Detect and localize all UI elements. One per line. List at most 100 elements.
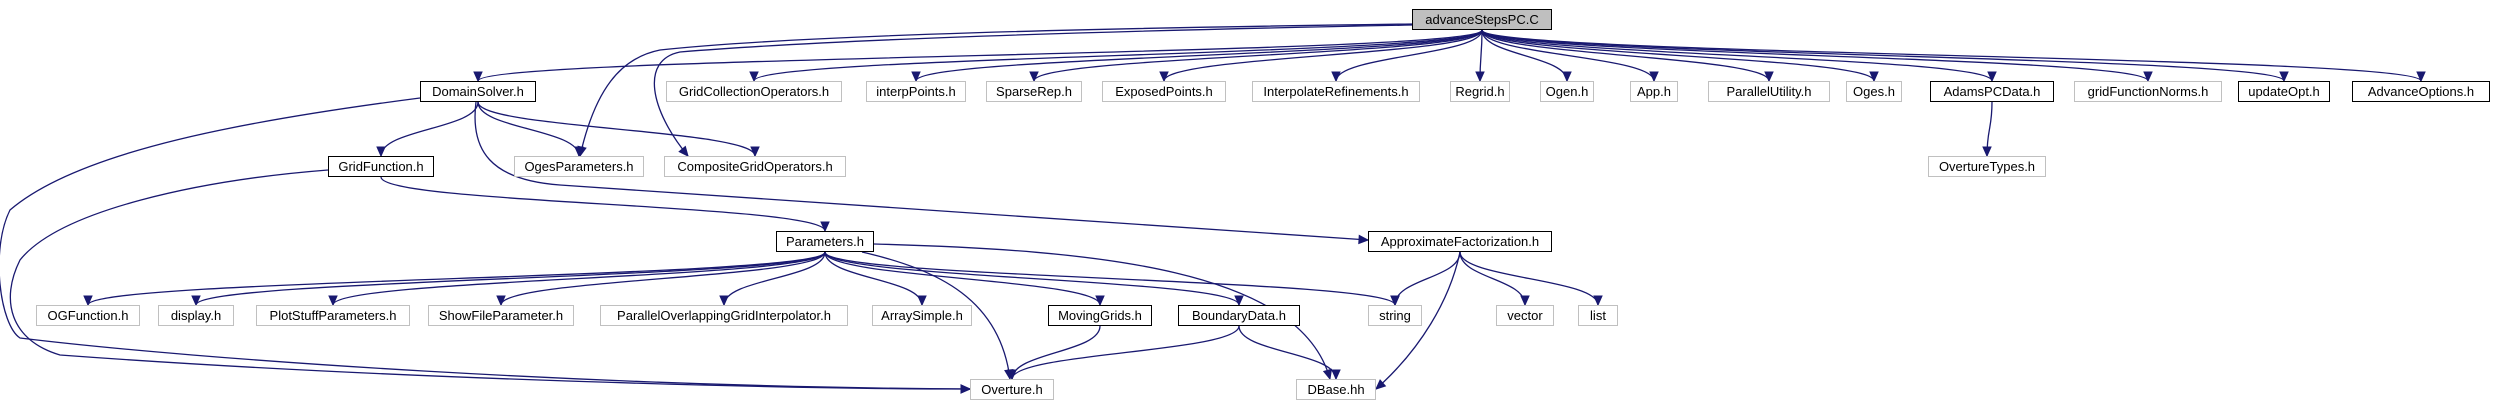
node-OvertureTypes[interactable]: OvertureTypes.h — [1928, 156, 2046, 177]
node-ParallelOverlappingGridInterpolator[interactable]: ParallelOverlappingGridInterpolator.h — [600, 305, 848, 326]
edge-advanceStepsPC-to-SparseRep-arrowhead — [1029, 71, 1039, 83]
edge-advanceStepsPC-to-gridFunctionNorms-arrowhead — [2143, 71, 2153, 83]
edge-advanceStepsPC-to-GridCollectionOperators — [753, 29, 1483, 82]
edge-advanceStepsPC-to-DomainSolver-arrowhead — [473, 71, 483, 83]
edge-BoundaryData-to-Overture — [1011, 325, 1240, 380]
edge-advanceStepsPC-to-interpPoints-arrowhead — [911, 71, 921, 83]
node-list[interactable]: list — [1578, 305, 1618, 326]
edge-advanceStepsPC-to-CompositeGridOperators-arrowhead — [678, 145, 689, 157]
node-InterpolateRefinements[interactable]: InterpolateRefinements.h — [1252, 81, 1420, 102]
edge-Parameters-to-Overture — [861, 251, 1011, 380]
edge-ApproximateFactorization-to-string — [1394, 251, 1461, 306]
node-ShowFileParameter[interactable]: ShowFileParameter.h — [428, 305, 574, 326]
node-gridFunctionNorms[interactable]: gridFunctionNorms.h — [2074, 81, 2222, 102]
node-AdamsPCData[interactable]: AdamsPCData.h — [1930, 81, 2054, 102]
edge-advanceStepsPC-to-Ogen-arrowhead — [1562, 71, 1572, 83]
edge-DomainSolver-to-OgesParameters — [477, 101, 580, 157]
edge-AdamsPCData-to-OvertureTypes-arrowhead — [1982, 146, 1992, 158]
node-MovingGrids[interactable]: MovingGrids.h — [1048, 305, 1152, 326]
edge-Parameters-to-DBase — [873, 243, 1331, 380]
edge-ApproximateFactorization-to-vector-arrowhead — [1520, 295, 1530, 307]
edge-BoundaryData-to-Overture-arrowhead — [1007, 369, 1017, 381]
edge-ApproximateFactorization-to-list — [1459, 251, 1599, 306]
node-ParallelUtility[interactable]: ParallelUtility.h — [1708, 81, 1830, 102]
edge-DomainSolver-to-GridFunction — [380, 101, 479, 157]
edge-advanceStepsPC-to-InterpolateRefinements — [1335, 29, 1483, 82]
node-App[interactable]: App.h — [1630, 81, 1678, 102]
node-interpPoints[interactable]: interpPoints.h — [866, 81, 966, 102]
node-GridFunction[interactable]: GridFunction.h — [328, 156, 434, 177]
edge-GridFunction-to-Parameters — [380, 176, 826, 232]
node-OGFunction[interactable]: OGFunction.h — [36, 305, 140, 326]
edge-DomainSolver-to-CompositeGridOperators — [477, 101, 756, 157]
node-vector[interactable]: vector — [1496, 305, 1554, 326]
edge-Parameters-to-ShowFileParameter-arrowhead — [496, 295, 506, 307]
edge-advanceStepsPC-to-ParallelUtility-arrowhead — [1764, 71, 1774, 83]
edge-advanceStepsPC-to-Oges-arrowhead — [1869, 71, 1879, 83]
edge-GridFunction-to-Overture — [9, 169, 971, 390]
node-GridCollectionOperators[interactable]: GridCollectionOperators.h — [666, 81, 842, 102]
edge-advanceStepsPC-to-Oges — [1481, 29, 1875, 82]
edge-Parameters-to-PlotStuffParameters — [332, 251, 826, 306]
edge-ApproximateFactorization-to-vector — [1459, 251, 1526, 306]
edge-BoundaryData-to-DBase-arrowhead — [1331, 369, 1341, 381]
edge-advanceStepsPC-to-AdvanceOptions — [1481, 29, 2422, 82]
edge-advanceStepsPC-to-OgesParameters — [579, 23, 1413, 157]
edge-Parameters-to-ShowFileParameter — [500, 251, 826, 306]
edge-advanceStepsPC-to-AdamsPCData-arrowhead — [1987, 71, 1997, 83]
node-string[interactable]: string — [1368, 305, 1422, 326]
edge-Parameters-to-OGFunction-arrowhead — [83, 295, 93, 307]
edge-DomainSolver-to-GridFunction-arrowhead — [376, 146, 386, 158]
edge-GridFunction-to-Parameters-arrowhead — [820, 221, 830, 233]
edge-DomainSolver-to-Overture — [0, 97, 971, 390]
edge-advanceStepsPC-to-interpPoints — [915, 29, 1483, 82]
edge-Parameters-to-display — [195, 251, 826, 306]
node-updateOpt[interactable]: updateOpt.h — [2238, 81, 2330, 102]
node-BoundaryData[interactable]: BoundaryData.h — [1178, 305, 1300, 326]
node-OgesParameters[interactable]: OgesParameters.h — [514, 156, 644, 177]
edge-ApproximateFactorization-to-list-arrowhead — [1593, 295, 1603, 307]
edge-DomainSolver-to-CompositeGridOperators-arrowhead — [750, 146, 760, 158]
edge-advanceStepsPC-to-gridFunctionNorms — [1481, 29, 2149, 82]
edge-BoundaryData-to-DBase — [1238, 325, 1337, 380]
node-Parameters[interactable]: Parameters.h — [776, 231, 874, 252]
node-DBase[interactable]: DBase.hh — [1296, 379, 1376, 400]
edge-Parameters-to-BoundaryData-arrowhead — [1234, 295, 1244, 307]
edge-advanceStepsPC-to-ParallelUtility — [1481, 29, 1770, 82]
node-advanceStepsPC[interactable]: advanceStepsPC.C — [1412, 9, 1552, 30]
node-ArraySimple[interactable]: ArraySimple.h — [872, 305, 972, 326]
edge-ApproximateFactorization-to-string-arrowhead — [1390, 295, 1400, 307]
node-Regrid[interactable]: Regrid.h — [1450, 81, 1510, 102]
node-PlotStuffParameters[interactable]: PlotStuffParameters.h — [256, 305, 410, 326]
edge-advanceStepsPC-to-updateOpt-arrowhead — [2279, 71, 2289, 83]
node-Overture[interactable]: Overture.h — [970, 379, 1054, 400]
edge-advanceStepsPC-to-App — [1481, 29, 1655, 82]
edge-advanceStepsPC-to-AdvanceOptions-arrowhead — [2416, 71, 2426, 83]
node-SparseRep[interactable]: SparseRep.h — [986, 81, 1082, 102]
edge-advanceStepsPC-to-CompositeGridOperators — [653, 24, 1413, 157]
edge-Parameters-to-ParallelOverlappingGridInterpolator-arrowhead — [719, 295, 729, 307]
node-Oges[interactable]: Oges.h — [1846, 81, 1902, 102]
node-AdvanceOptions[interactable]: AdvanceOptions.h — [2352, 81, 2490, 102]
edge-advanceStepsPC-to-SparseRep — [1033, 29, 1483, 82]
edge-advanceStepsPC-to-ExposedPoints — [1163, 29, 1483, 82]
node-ExposedPoints[interactable]: ExposedPoints.h — [1102, 81, 1226, 102]
edge-Parameters-to-DBase-arrowhead — [1322, 368, 1333, 381]
edge-Parameters-to-BoundaryData — [824, 251, 1240, 306]
node-Ogen[interactable]: Ogen.h — [1540, 81, 1594, 102]
edge-ApproximateFactorization-to-DBase — [1375, 251, 1461, 390]
edge-Parameters-to-display-arrowhead — [191, 295, 201, 307]
edge-Parameters-to-string — [824, 251, 1396, 306]
edge-Parameters-to-MovingGrids-arrowhead — [1095, 295, 1105, 307]
edge-advanceStepsPC-to-Regrid-arrowhead — [1475, 71, 1485, 83]
edge-DomainSolver-to-ApproximateFactorization-arrowhead — [1358, 234, 1370, 245]
edge-ApproximateFactorization-to-DBase-arrowhead — [1375, 379, 1387, 390]
edge-Parameters-to-MovingGrids — [824, 251, 1101, 306]
node-DomainSolver[interactable]: DomainSolver.h — [420, 81, 536, 102]
node-ApproximateFactorization[interactable]: ApproximateFactorization.h — [1368, 231, 1552, 252]
node-CompositeGridOperators[interactable]: CompositeGridOperators.h — [664, 156, 846, 177]
edge-DomainSolver-to-OgesParameters-arrowhead — [574, 146, 584, 158]
node-display[interactable]: display.h — [158, 305, 234, 326]
